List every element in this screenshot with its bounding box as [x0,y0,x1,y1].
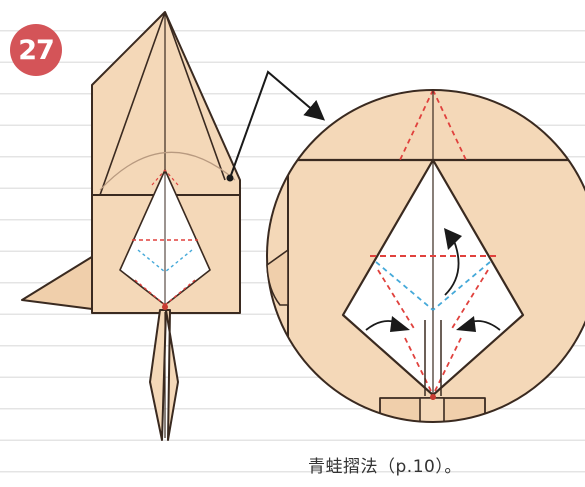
step-number-badge: 27 [10,24,62,76]
origami-model-small [21,11,241,441]
curved-up-arrow-icon [444,228,462,296]
step-number: 27 [18,34,55,66]
caption-text: 青蛙摺法（p.10）。 [308,457,462,477]
leg-right [165,309,179,441]
left-wing-flap [21,254,101,311]
curved-right-arrow-icon [365,316,410,332]
curved-left-arrow-icon [456,316,501,332]
pointer-arrow-icon [226,70,326,182]
leg-left [149,309,167,441]
zoom-detail [266,89,585,423]
